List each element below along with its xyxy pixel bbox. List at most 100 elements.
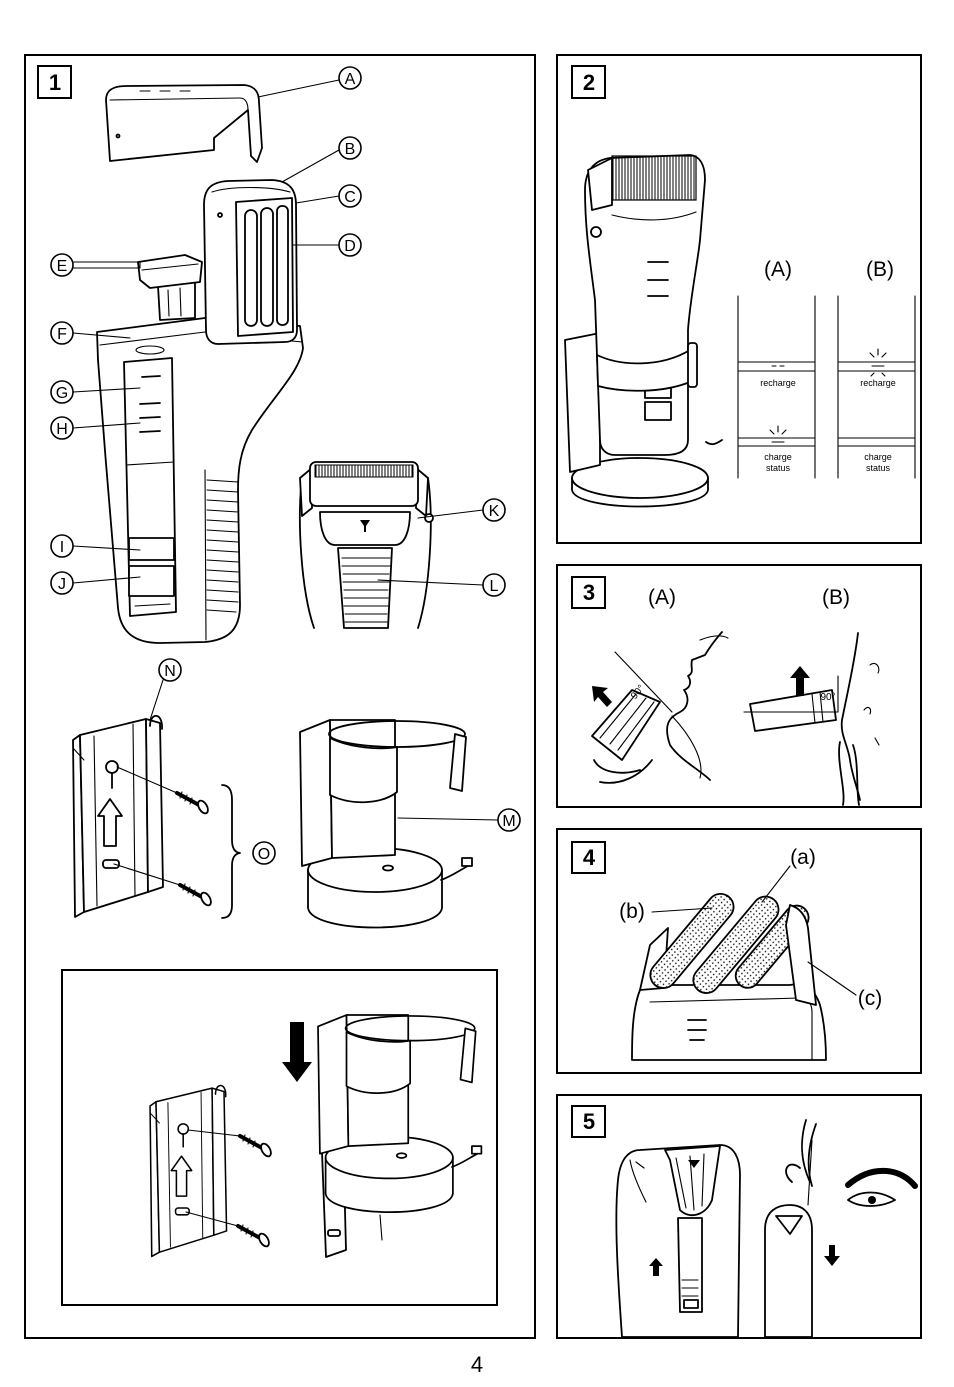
panel-1-number: 1	[49, 70, 61, 95]
callout-d: D	[292, 233, 362, 257]
trimmer-mark-icon	[688, 1160, 700, 1168]
callout-m: M	[397, 808, 521, 832]
label-b-leader	[651, 907, 713, 913]
callout-n-leader	[149, 679, 164, 721]
trimmer-slider	[677, 1217, 703, 1313]
indicator-a-status-label-1: charge	[764, 452, 792, 462]
indicator-a-status-flash-icon	[769, 425, 787, 443]
callout-n-label: N	[164, 663, 176, 680]
callout-h-label: H	[56, 421, 68, 438]
panel-5-frame	[556, 1094, 922, 1339]
panel-1-frame	[24, 54, 536, 1339]
trimmer-teeth	[141, 263, 199, 271]
eye	[847, 1191, 896, 1207]
recharge-lamp	[128, 537, 175, 561]
callout-o-label: O	[258, 846, 270, 863]
panel-2-number: 2	[583, 70, 595, 95]
callout-e: E	[50, 253, 141, 277]
mounting-box-frame	[61, 969, 498, 1306]
charging-stand	[299, 719, 473, 929]
callout-k-label: K	[489, 503, 500, 520]
callout-g: G	[50, 380, 141, 404]
screw-top	[175, 790, 212, 818]
indicator-b-recharge-flash-icon	[869, 348, 887, 377]
stand-bracket-rail	[379, 1214, 383, 1241]
indicator-b-heading: (B)	[866, 258, 894, 281]
down-arrow-icon	[824, 1245, 840, 1266]
callout-h-leader	[72, 422, 141, 429]
shaver-on-charger	[564, 154, 723, 508]
grip-rib	[206, 569, 239, 573]
charge-level-dash	[139, 430, 161, 433]
jaw-line	[671, 715, 702, 779]
face-profile	[840, 632, 861, 801]
screw-guide-line	[116, 766, 178, 794]
callout-c-circle	[338, 184, 362, 208]
callout-g-leader	[72, 387, 141, 393]
callout-l: L	[377, 573, 506, 597]
indicator-b-recharge-lines	[837, 361, 916, 372]
angle-b-label: 90°	[820, 692, 835, 703]
head-screw-dot	[217, 212, 223, 218]
recharge-indicator-mark	[141, 375, 161, 378]
callout-i-leader	[72, 545, 141, 551]
shaver-side-mark	[635, 1161, 645, 1169]
shaving-b-heading: (B)	[822, 586, 850, 609]
hand	[593, 759, 653, 784]
shaving-neck-illustration: 90°	[591, 631, 729, 784]
callout-d-label: D	[344, 238, 356, 255]
indicator-diagram-a: recharge charge status	[737, 295, 816, 479]
angle-guide-line	[614, 651, 673, 713]
panel-2-frame	[556, 54, 922, 544]
screw-bottom	[178, 882, 215, 910]
charger-cord	[705, 439, 723, 446]
callout-i-circle	[50, 534, 74, 558]
callout-b-label: B	[345, 141, 356, 158]
callout-l-leader	[377, 579, 484, 586]
switch-icon	[360, 520, 370, 532]
callout-d-circle	[338, 233, 362, 257]
shaver-foil	[611, 155, 697, 201]
callout-a-label: A	[345, 71, 356, 88]
callout-c-leader	[295, 195, 340, 204]
indicator-a-status-label-2: status	[766, 463, 791, 473]
screws-brace	[221, 784, 241, 919]
cap-top-edge	[109, 97, 249, 111]
callout-o-circle	[252, 841, 276, 865]
shaver-body-side-edge	[204, 469, 207, 641]
callout-c-label: C	[344, 189, 356, 206]
charge-level-dash	[647, 261, 669, 297]
shaver-head-line	[611, 211, 697, 221]
page-number: 4	[471, 1352, 483, 1377]
mounting-instruction-box	[61, 969, 498, 1306]
label-a: (a)	[790, 846, 816, 869]
callout-j-circle	[50, 571, 74, 595]
callout-m-leader	[397, 817, 499, 821]
grip-strip	[337, 547, 393, 629]
trimmer-blade-lines	[675, 1153, 705, 1211]
grip-rib	[206, 609, 237, 613]
grip-rib	[206, 529, 239, 533]
callout-f-label: F	[57, 326, 67, 343]
foil-cylinder-middle-dots	[693, 896, 779, 994]
indicator-a-recharge-lines	[737, 361, 816, 372]
callout-n: N	[149, 658, 182, 721]
wall-bracket	[72, 714, 164, 918]
up-arrow-icon	[790, 666, 810, 696]
indicator-a-status-lines	[737, 437, 816, 447]
panel-3: 3 (A) (B) 90° 90°	[556, 564, 922, 808]
callout-h: H	[50, 416, 141, 440]
screw-top	[238, 1133, 275, 1161]
charging-stand-mounting	[317, 1014, 483, 1213]
shaver-side-knob	[590, 226, 602, 238]
grip-rib	[206, 499, 239, 503]
label-c-leader	[807, 961, 857, 996]
ear	[785, 1163, 801, 1183]
callout-e-leader	[72, 261, 141, 269]
shaving-head-closeup	[631, 892, 827, 1061]
panel-1-number-box	[37, 65, 72, 99]
trimmer-blade	[664, 1145, 721, 1217]
callout-e-circle	[50, 253, 74, 277]
side-cover-right	[785, 904, 817, 1006]
